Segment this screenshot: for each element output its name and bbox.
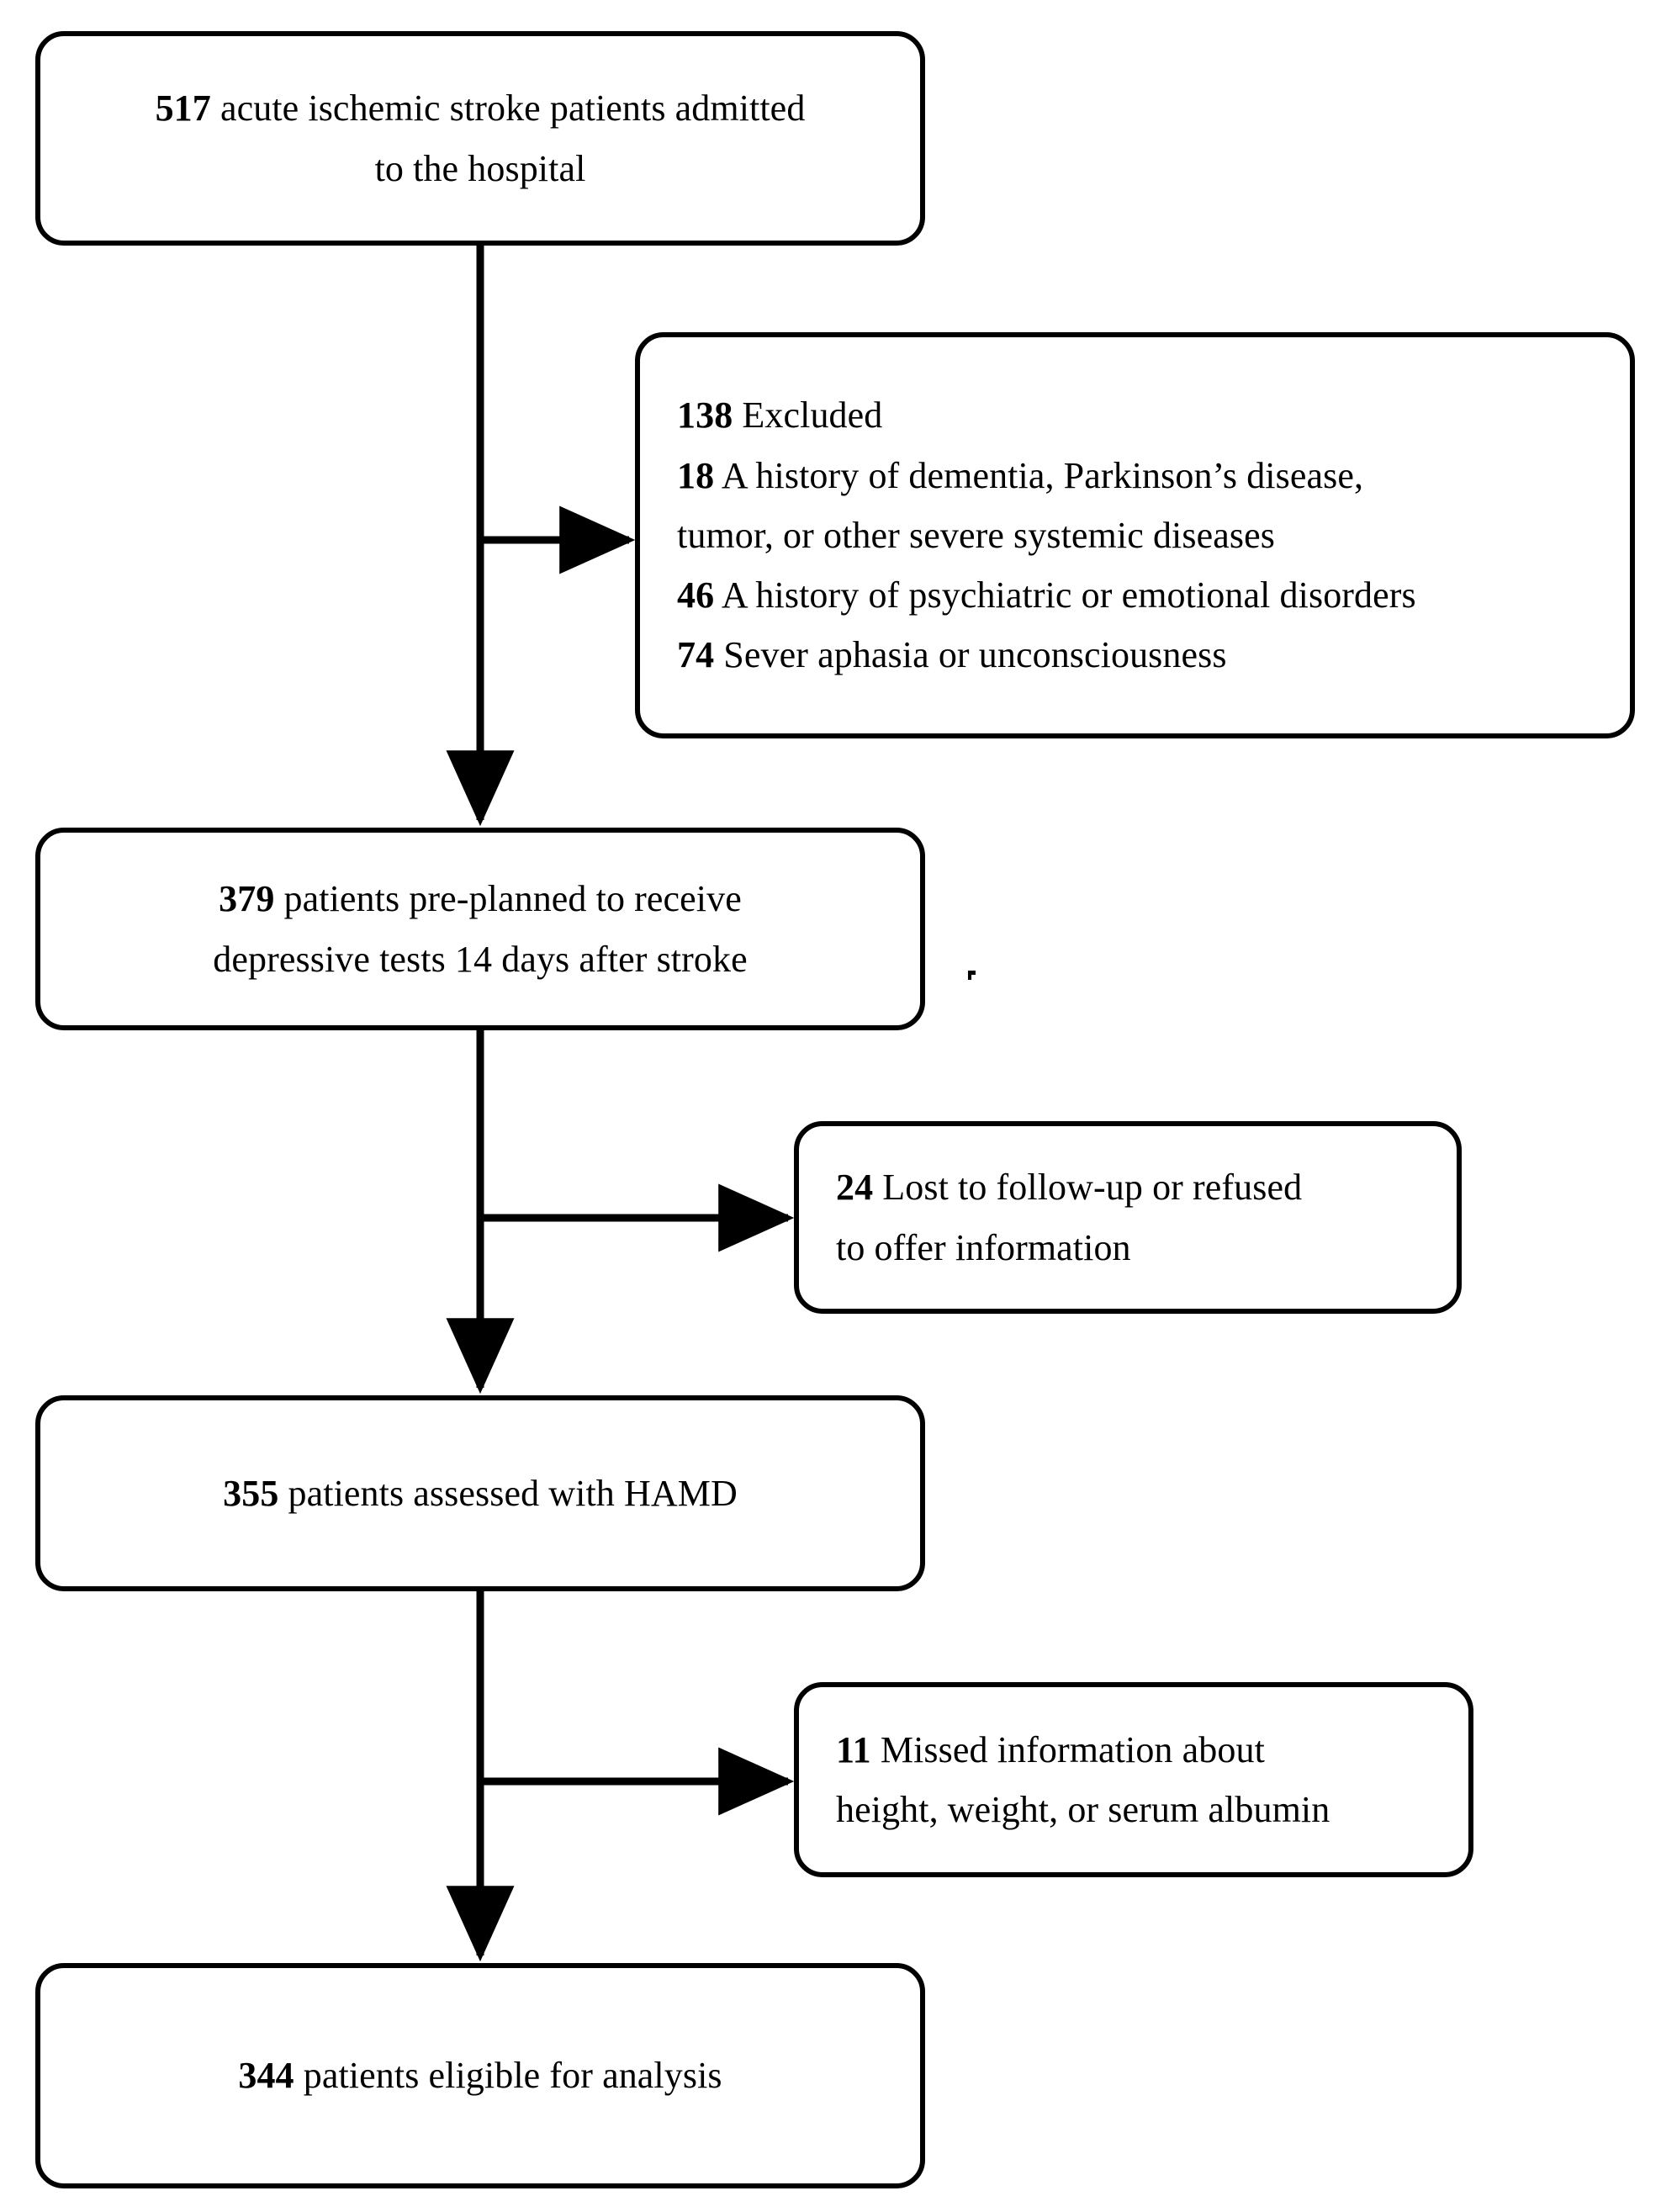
excluded-count-1: 18: [677, 454, 715, 496]
preplanned-text-1: depressive tests 14 days after stroke: [213, 938, 748, 980]
excluded-line-1: 18 A history of dementia, Parkinson’s di…: [640, 446, 1363, 505]
excluded-text-3: A history of psychiatric or emotional di…: [714, 574, 1416, 617]
excluded-line-4: 74 Sever aphasia or unconsciousness: [640, 625, 1227, 685]
eligible-count-0: 344: [238, 2055, 294, 2097]
assessed-line-0: 355 patients assessed with HAMD: [206, 1463, 754, 1523]
lost-line-0: 24 Lost to follow-up or refused: [799, 1157, 1302, 1217]
missed-text-0: Missed information about: [870, 1728, 1265, 1770]
excluded-line-3: 46 A history of psychiatric or emotional…: [640, 565, 1416, 625]
excluded-count-4: 74: [677, 634, 715, 676]
excluded-text-0: Excluded: [733, 394, 883, 437]
lost-text-1: to offer information: [836, 1226, 1131, 1268]
assessed-count-0: 355: [223, 1472, 279, 1514]
enrolled-text-0: acute ischemic stroke patients admitted: [210, 87, 806, 130]
enrolled-text-1: to the hospital: [374, 147, 586, 189]
lost-count-0: 24: [836, 1167, 874, 1209]
eligible-text-0: patients eligible for analysis: [294, 2055, 722, 2097]
lost-text-0: Lost to follow-up or refused: [873, 1167, 1303, 1209]
preplanned-text-0: patients pre-planned to receive: [274, 878, 742, 920]
lost-to-followup-box: 24 Lost to follow-up or refused to offer…: [794, 1121, 1462, 1314]
assessed-box: 355 patients assessed with HAMD: [35, 1395, 925, 1591]
excluded-text-4: Sever aphasia or unconsciousness: [714, 634, 1227, 676]
enrolled-count-0: 517: [155, 87, 211, 130]
excluded-text-2: tumor, or other severe systemic diseases: [677, 514, 1275, 556]
excluded-box: 138 Excluded 18 A history of dementia, P…: [635, 332, 1635, 738]
enrolled-line-1: to the hospital: [358, 139, 603, 198]
missed-line-0: 11 Missed information about: [799, 1720, 1265, 1780]
preplanned-box: 379 patients pre-planned to receive depr…: [35, 828, 925, 1030]
preplanned-count-0: 379: [219, 878, 275, 920]
preplanned-line-0: 379 patients pre-planned to receive: [202, 869, 759, 929]
eligible-box: 344 patients eligible for analysis: [35, 1963, 925, 2188]
assessed-text-0: patients assessed with HAMD: [278, 1472, 738, 1514]
missed-information-box: 11 Missed information about height, weig…: [794, 1682, 1473, 1877]
scan-artifact-mark: [968, 971, 976, 980]
excluded-text-1: A history of dementia, Parkinson’s disea…: [714, 454, 1364, 496]
missed-text-1: height, weight, or serum albumin: [836, 1789, 1330, 1830]
missed-count-0: 11: [836, 1728, 871, 1770]
eligible-line-0: 344 patients eligible for analysis: [221, 2045, 738, 2105]
enrolled-box: 517 acute ischemic stroke patients admit…: [35, 31, 925, 246]
preplanned-line-1: depressive tests 14 days after stroke: [196, 929, 764, 989]
excluded-count-3: 46: [677, 574, 715, 617]
excluded-line-2: tumor, or other severe systemic diseases: [640, 505, 1275, 565]
enrolled-line-0: 517 acute ischemic stroke patients admit…: [139, 78, 823, 138]
excluded-count-0: 138: [677, 394, 733, 437]
excluded-line-0: 138 Excluded: [640, 385, 882, 445]
missed-line-1: height, weight, or serum albumin: [799, 1780, 1330, 1839]
lost-line-1: to offer information: [799, 1218, 1131, 1278]
